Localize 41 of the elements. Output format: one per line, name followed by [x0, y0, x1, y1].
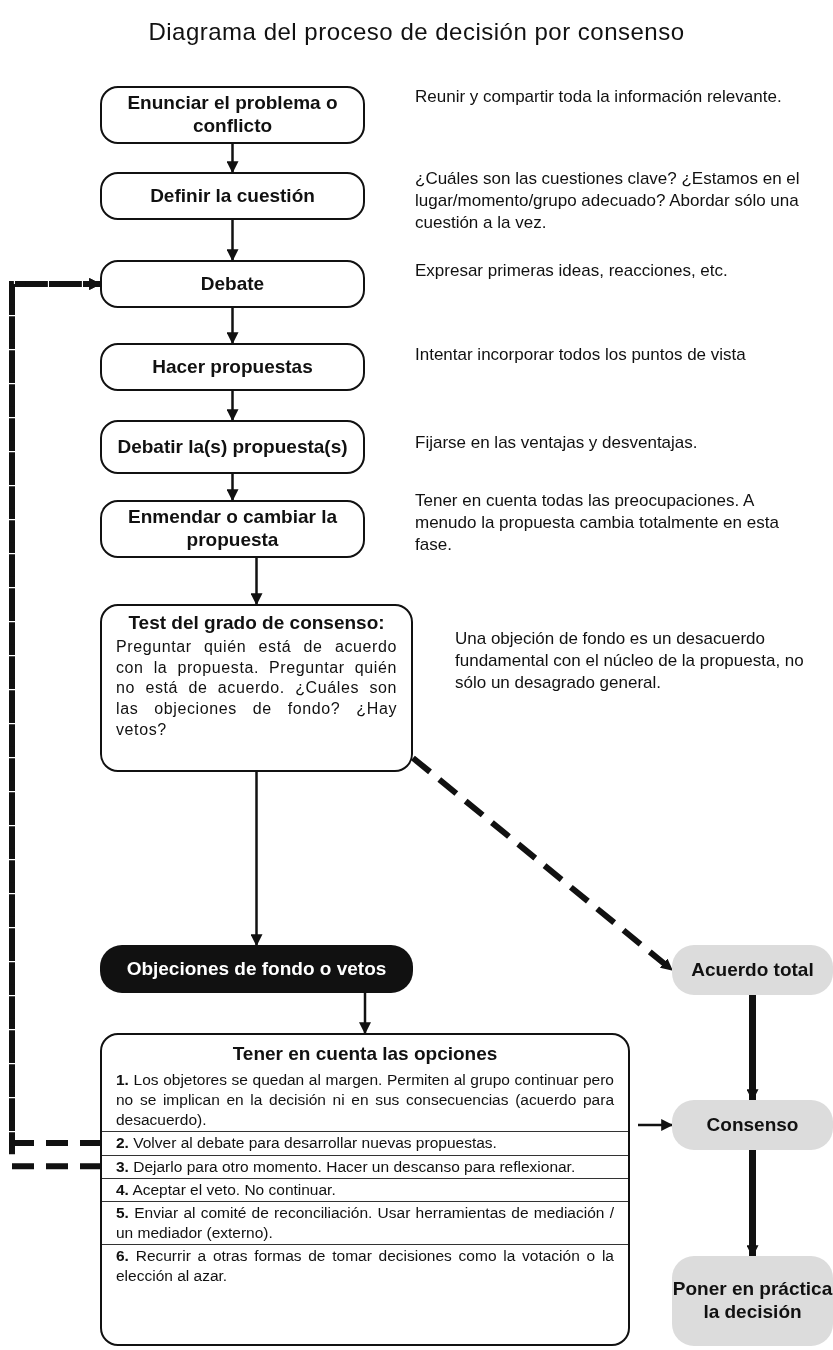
process-box: Hacer propuestas — [100, 343, 365, 391]
arrow — [250, 557, 263, 606]
option-row: 2. Volver al debate para desarrollar nuevas propuestas. — [102, 1131, 628, 1155]
side-note: Una objeción de fondo es un desacuerdo fundamental con el núcleo de la propuesta, no sólo un desagrado general. — [455, 628, 805, 695]
process-box: Definir la cuestión — [100, 172, 365, 220]
arrow — [746, 995, 759, 1102]
panel-heading: Tener en cuenta las opciones — [231, 1043, 499, 1065]
process-box: Debatir la(s) propuesta(s) — [100, 420, 365, 474]
arrow — [250, 772, 263, 947]
arrow — [638, 1119, 674, 1131]
process-box: Enmendar o cambiar la propuesta — [100, 500, 365, 558]
outcome-box: Acuerdo total — [672, 945, 833, 995]
decision-box: Objeciones de fondo o vetos — [100, 945, 413, 993]
process-box: Enunciar el problema o conflicto — [100, 86, 365, 144]
options-panel — [100, 1033, 630, 1346]
side-note: Fijarse en las ventajas y desventajas. — [415, 432, 699, 454]
option-row: 3. Dejarlo para otro momento. Hacer un descanso para reflexionar. — [102, 1154, 628, 1178]
outcome-box: Consenso — [672, 1100, 833, 1150]
side-note: Reunir y compartir toda la información relevante. — [415, 86, 783, 108]
side-note: Tener en cuenta todas las preocupaciones. A menudo la propuesta cambia totalmente en esta fase. — [415, 490, 780, 557]
side-note: Intentar incorporar todos los puntos de vista — [415, 344, 747, 366]
option-row: 1. Los objetores se quedan al margen. Permiten al grupo continuar pero no se implican en la decisión ni en sus consecuencias (acuerdo para desacuerdo). — [102, 1069, 628, 1132]
arrow — [226, 391, 239, 422]
option-row: 5. Enviar al comité de reconciliación. Usar herramientas de mediación / un mediador (externo). — [102, 1200, 628, 1245]
arrow — [226, 143, 239, 174]
box-text: Preguntar quién está de acuerdo con la propuesta. Preguntar quién no está de acuerdo. ¿Cuáles son las objeciones de fondo? ¿Hay vetos? — [116, 636, 397, 740]
diagram-title: Diagrama del proceso de decisión por consenso — [147, 18, 686, 46]
outcome-box: Poner en práctica la decisión — [672, 1256, 833, 1346]
arrow — [226, 220, 239, 262]
process-box: Debate — [100, 260, 365, 308]
box-heading: Test del grado de consenso: — [127, 612, 386, 635]
arrow — [226, 308, 239, 345]
arrow — [359, 993, 371, 1035]
side-note: ¿Cuáles son las cuestiones clave? ¿Estamos en el lugar/momento/grupo adecuado? Abordar sólo una cuestión a la vez. — [415, 168, 801, 235]
option-row: 4. Aceptar el veto. No continuar. — [102, 1177, 628, 1201]
option-row: 6. Recurrir a otras formas de tomar decisiones como la votación o la elección al azar. — [102, 1244, 628, 1288]
side-note: Expresar primeras ideas, reacciones, etc. — [415, 260, 729, 282]
process-box — [100, 604, 413, 772]
dashed-arrow — [411, 755, 674, 973]
arrow — [746, 1150, 759, 1258]
arrow — [226, 474, 239, 502]
